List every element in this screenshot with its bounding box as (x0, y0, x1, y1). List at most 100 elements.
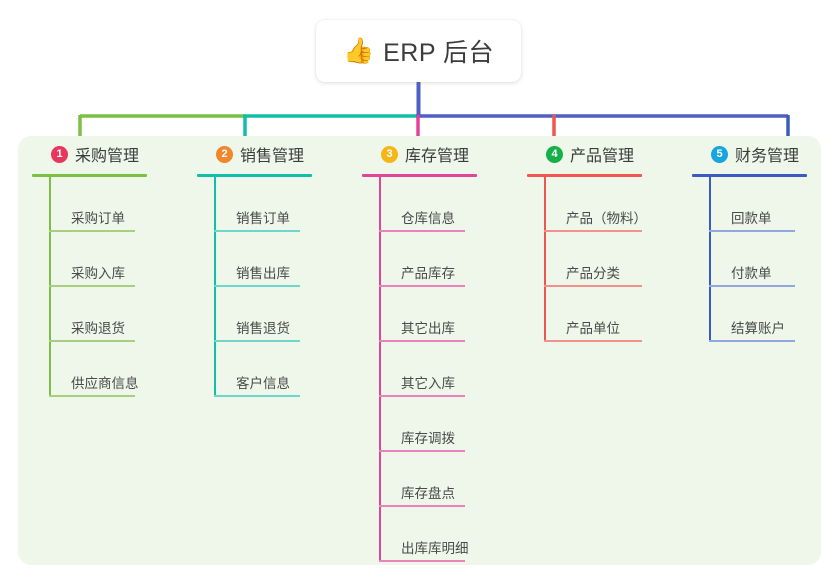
column-items-4: 产品（物料） 产品分类产品单位 (544, 177, 647, 342)
column-header-2[interactable]: 2 销售管理 (197, 136, 312, 172)
column-spine-5 (709, 177, 711, 342)
column-spine-1 (49, 177, 51, 397)
leaf-item-rule (544, 340, 642, 342)
leaf-item-label: 回款单 (731, 211, 772, 226)
leaf-item-rule (379, 505, 465, 507)
leaf-item-label: 产品（物料） (566, 211, 647, 226)
leaf-item-rule (379, 450, 465, 452)
leaf-item-rule (49, 395, 135, 397)
leaf-item-label: 其它出库 (401, 321, 455, 336)
leaf-item-rule (379, 340, 465, 342)
column-header-rule-2 (197, 174, 312, 177)
column-items-5: 回款单付款单结算账户 (709, 177, 807, 342)
column-spine-4 (544, 177, 546, 342)
column-spine-3 (379, 177, 381, 562)
leaf-item-label: 采购退货 (71, 321, 125, 336)
leaf-item[interactable]: 产品分类 (544, 232, 647, 287)
root-node-title: ERP 后台 (383, 39, 495, 67)
column-title-2: 销售管理 (240, 148, 305, 165)
column-header-1[interactable]: 1 采购管理 (32, 136, 147, 172)
leaf-item-rule (379, 230, 465, 232)
column-title-4: 产品管理 (570, 148, 635, 165)
mindmap-panel: 1 采购管理采购订单采购入库采购退货供应商信息 2 销售管理销售订单销售出库销售退货客… (18, 136, 821, 565)
column-header-3[interactable]: 3 库存管理 (362, 136, 477, 172)
leaf-item-rule (49, 285, 135, 287)
column-spine-2 (214, 177, 216, 397)
column-header-5[interactable]: 5 财务管理 (692, 136, 807, 172)
leaf-item-rule (379, 285, 465, 287)
column-header-rule-1 (32, 174, 147, 177)
leaf-item-label: 产品库存 (401, 266, 455, 281)
leaf-item[interactable]: 采购入库 (49, 232, 147, 287)
column-header-4[interactable]: 4 产品管理 (527, 136, 647, 172)
leaf-item-rule (709, 340, 795, 342)
leaf-item[interactable]: 采购退货 (49, 287, 147, 342)
leaf-item-rule (379, 395, 465, 397)
thumbs-up-icon: 👍 (342, 36, 375, 65)
column-badge-5: 5 (711, 145, 728, 163)
leaf-item[interactable]: 采购订单 (49, 177, 147, 232)
leaf-item[interactable]: 产品（物料） (544, 177, 647, 232)
leaf-item-label: 仓库信息 (401, 211, 455, 226)
column-badge-2: 2 (216, 145, 233, 163)
leaf-item-rule (709, 230, 795, 232)
leaf-item-label: 出库库明细 (401, 541, 469, 556)
column-header-rule-4 (527, 174, 642, 177)
leaf-item-rule (49, 230, 135, 232)
leaf-item-rule (214, 285, 300, 287)
leaf-item[interactable]: 产品库存 (379, 232, 477, 287)
leaf-item-label: 库存盘点 (401, 486, 455, 501)
leaf-item[interactable]: 销售出库 (214, 232, 312, 287)
leaf-item-rule (214, 340, 300, 342)
column-5: 5 财务管理回款单付款单结算账户 (692, 136, 807, 342)
leaf-item-rule (544, 230, 642, 232)
column-items-2: 销售订单销售出库销售退货客户信息 (214, 177, 312, 397)
column-4: 4 产品管理产品（物料） 产品分类产品单位 (527, 136, 647, 342)
column-title-3: 库存管理 (405, 148, 470, 165)
leaf-item-rule (49, 340, 135, 342)
leaf-item[interactable]: 销售订单 (214, 177, 312, 232)
column-1: 1 采购管理采购订单采购入库采购退货供应商信息 (32, 136, 147, 397)
column-2: 2 销售管理销售订单销售出库销售退货客户信息 (197, 136, 312, 397)
leaf-item-rule (214, 230, 300, 232)
leaf-item[interactable]: 出库库明细 (379, 507, 477, 562)
leaf-item[interactable]: 库存调拨 (379, 397, 477, 452)
leaf-item-label: 采购订单 (71, 211, 125, 226)
column-title-1: 采购管理 (75, 148, 140, 165)
column-header-rule-5 (692, 174, 807, 177)
leaf-item-label: 采购入库 (71, 266, 125, 281)
column-3: 3 库存管理仓库信息产品库存其它出库其它入库库存调拨库存盘点出库库明细 (362, 136, 477, 562)
leaf-item[interactable]: 供应商信息 (49, 342, 147, 397)
column-badge-3: 3 (381, 145, 398, 163)
leaf-item-rule (709, 285, 795, 287)
column-badge-4: 4 (546, 145, 563, 163)
leaf-item[interactable]: 付款单 (709, 232, 807, 287)
column-badge-1: 1 (51, 145, 68, 163)
leaf-item[interactable]: 其它入库 (379, 342, 477, 397)
leaf-item-label: 供应商信息 (71, 376, 139, 391)
leaf-item-rule (544, 285, 642, 287)
leaf-item-label: 销售订单 (236, 211, 290, 226)
leaf-item[interactable]: 结算账户 (709, 287, 807, 342)
leaf-item[interactable]: 仓库信息 (379, 177, 477, 232)
leaf-item-label: 产品分类 (566, 266, 620, 281)
leaf-item[interactable]: 产品单位 (544, 287, 647, 342)
leaf-item-rule (214, 395, 300, 397)
leaf-item[interactable]: 其它出库 (379, 287, 477, 342)
leaf-item[interactable]: 库存盘点 (379, 452, 477, 507)
column-items-3: 仓库信息产品库存其它出库其它入库库存调拨库存盘点出库库明细 (379, 177, 477, 562)
leaf-item-label: 库存调拨 (401, 431, 455, 446)
column-items-1: 采购订单采购入库采购退货供应商信息 (49, 177, 147, 397)
root-node-card[interactable]: 👍 ERP 后台 (316, 20, 521, 82)
leaf-item-label: 产品单位 (566, 321, 620, 336)
leaf-item-label: 结算账户 (731, 321, 785, 336)
leaf-item-label: 客户信息 (236, 376, 290, 391)
leaf-item-label: 付款单 (731, 266, 772, 281)
leaf-item-label: 销售退货 (236, 321, 290, 336)
leaf-item-rule (379, 560, 465, 562)
column-header-rule-3 (362, 174, 477, 177)
leaf-item[interactable]: 回款单 (709, 177, 807, 232)
leaf-item[interactable]: 销售退货 (214, 287, 312, 342)
leaf-item[interactable]: 客户信息 (214, 342, 312, 397)
column-title-5: 财务管理 (735, 148, 800, 165)
